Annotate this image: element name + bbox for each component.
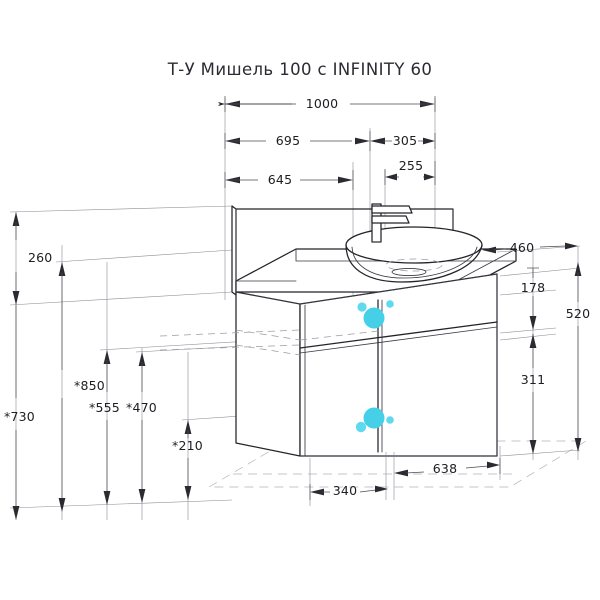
dimension-total-height: *730 <box>4 305 35 520</box>
dimension-upper-drawer-face: 178 <box>521 267 545 330</box>
dimension-left-drawer-width: 340 <box>309 483 388 500</box>
dimension-left-span: 695 <box>224 131 371 151</box>
dimension-cabinet-total-height: 520 <box>566 262 590 452</box>
page-title: Т-У Мишель 100 с INFINITY 60 <box>167 60 433 79</box>
handle-lower-right-dot[interactable] <box>386 416 394 424</box>
dimension-counter-depth: 460 <box>482 240 578 255</box>
dimension-lower-drawer-height: *470 <box>126 352 157 503</box>
dimension-label-555: *555 <box>89 400 120 415</box>
handle-upper-left-dot[interactable] <box>357 302 367 312</box>
handle-upper-main[interactable] <box>363 307 385 329</box>
dimension-mid-drawer-height: *555 <box>89 350 120 505</box>
dimension-label-470: *470 <box>126 400 157 415</box>
drawer-handles <box>355 300 394 433</box>
dimension-label-520: 520 <box>566 306 590 321</box>
dimension-label-305: 305 <box>393 133 417 148</box>
dimension-overall-width: 1000 <box>218 96 436 112</box>
dimension-label-255: 255 <box>399 158 423 173</box>
dimension-label-730: *730 <box>4 409 35 424</box>
handle-lower-left-dot[interactable] <box>355 421 367 433</box>
dimension-label-210: *210 <box>172 438 203 453</box>
dimension-cabinet-width: 645 <box>224 170 354 190</box>
dimension-label-695: 695 <box>276 133 300 148</box>
handle-lower-main[interactable] <box>363 407 385 429</box>
cabinet-body <box>159 273 498 457</box>
dimension-label-1000: 1000 <box>306 96 339 111</box>
dimension-label-260: 260 <box>28 250 52 265</box>
dimension-right-drawer-width: 638 <box>394 458 501 477</box>
dimension-label-850: *850 <box>74 378 105 393</box>
right-extension-lines <box>496 245 581 460</box>
dimension-label-645: 645 <box>268 172 292 187</box>
dimension-label-638: 638 <box>433 461 457 476</box>
dimension-backsplash-height: 260 <box>12 212 52 305</box>
dimension-basin-offset: 255 <box>384 158 436 185</box>
floor-outline <box>207 440 588 488</box>
dimension-label-460: 460 <box>510 240 534 255</box>
dimension-cabinet-bottom-height: *210 <box>172 420 203 500</box>
dimension-lower-drawer-face: 311 <box>521 334 545 454</box>
handle-upper-right-dot[interactable] <box>386 300 394 308</box>
dimension-label-178: 178 <box>521 280 545 295</box>
dimension-right-span: 305 <box>370 133 436 149</box>
dimension-counter-height: *850 <box>58 262 105 512</box>
faucet <box>371 203 413 243</box>
dimension-label-311: 311 <box>521 372 545 387</box>
dimension-label-340: 340 <box>333 483 357 498</box>
